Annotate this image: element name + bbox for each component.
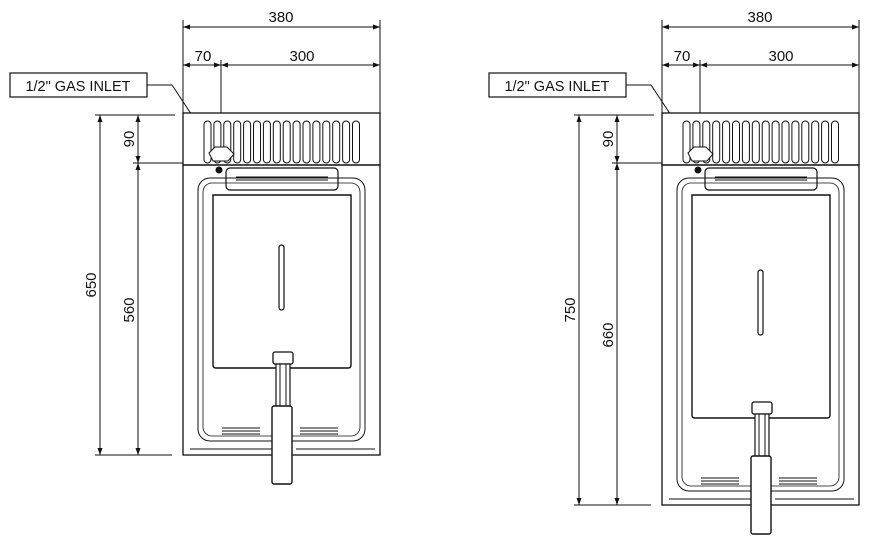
gas-inlet-fitting <box>208 146 235 162</box>
dim-inlet-to-edge: 300 <box>768 48 793 65</box>
vent-slot <box>831 120 839 164</box>
vent-slot <box>781 120 790 164</box>
basket-slot <box>757 269 764 336</box>
handle-grip <box>271 405 293 485</box>
arrowhead <box>373 62 380 68</box>
vent-slot <box>203 120 212 164</box>
arrowhead <box>221 62 228 68</box>
basket-slot <box>278 244 285 311</box>
fryer-basket <box>212 194 352 369</box>
vent-slot <box>312 120 321 164</box>
vent-slot <box>692 120 701 164</box>
vent-slot <box>741 120 750 164</box>
vent-slot <box>322 120 331 164</box>
vent-slot <box>771 120 780 164</box>
dim-overall-width: 380 <box>747 9 772 26</box>
arrowhead <box>97 115 103 122</box>
handle-rod <box>754 413 770 459</box>
vent-slot <box>821 120 830 164</box>
arrowhead <box>852 62 859 68</box>
vent-slot <box>282 120 291 164</box>
dim-body-depth: 560 <box>121 297 138 322</box>
arrowhead <box>614 163 620 170</box>
handle-grip <box>750 455 772 535</box>
vent-slot <box>253 120 261 164</box>
arrowhead <box>373 24 380 30</box>
vent-slot <box>262 120 271 164</box>
vent-slot <box>292 120 301 164</box>
arrowhead <box>614 156 620 163</box>
vent-slot <box>732 120 740 164</box>
fryer-650: 380 70 300 1/2" GAS INLET 650 90 560 <box>9 9 381 485</box>
handle-cap <box>751 401 773 415</box>
vent-slot <box>761 120 770 164</box>
gas-inlet-label-box <box>488 72 627 98</box>
arrowhead <box>700 62 707 68</box>
arrowhead <box>693 62 700 68</box>
vent-slot <box>302 120 311 164</box>
basket-hanger <box>704 167 818 191</box>
handle-rod <box>275 363 291 409</box>
gas-inlet-point <box>215 166 223 174</box>
gas-inlet-point <box>694 166 702 174</box>
vent-slot <box>342 120 351 164</box>
vent-slot <box>223 120 232 164</box>
arrowhead <box>662 62 669 68</box>
dim-panel-depth: 90 <box>600 131 617 148</box>
dim-panel-depth: 90 <box>121 131 138 148</box>
gas-inlet-fitting <box>687 146 714 162</box>
fryer-basket <box>691 194 831 419</box>
dim-overall-depth: 650 <box>83 272 100 297</box>
vent-slot <box>352 120 360 164</box>
vent-slot <box>791 120 800 164</box>
arrowhead <box>135 115 141 122</box>
arrowhead <box>662 24 669 30</box>
gas-inlet-label: 1/2" GAS INLET <box>25 79 130 95</box>
arrowhead <box>576 115 582 122</box>
dim-body-depth: 660 <box>600 322 617 347</box>
vent-slot <box>213 120 222 164</box>
vent-slot <box>332 120 341 164</box>
arrowhead <box>97 448 103 455</box>
basket-hanger <box>225 167 339 191</box>
arrowhead <box>183 62 190 68</box>
dim-overall-depth: 750 <box>562 297 579 322</box>
arrowhead <box>135 156 141 163</box>
arrowhead <box>614 498 620 505</box>
vent-slot <box>801 120 810 164</box>
arrowhead <box>183 24 190 30</box>
vent-slot <box>272 120 281 164</box>
vent-slot <box>233 120 242 164</box>
vent-slot <box>722 120 731 164</box>
arrowhead <box>214 62 221 68</box>
arrowhead <box>576 498 582 505</box>
handle-cap <box>272 351 294 365</box>
gas-inlet-label: 1/2" GAS INLET <box>504 79 609 95</box>
dim-overall-width: 380 <box>268 9 293 26</box>
dim-inlet-to-edge: 300 <box>289 48 314 65</box>
fryer-750: 380 70 300 1/2" GAS INLET 750 90 660 <box>488 9 860 535</box>
arrowhead <box>614 115 620 122</box>
vent-slot <box>811 120 820 164</box>
dim-inlet-offset: 70 <box>674 48 691 65</box>
dim-inlet-offset: 70 <box>195 48 212 65</box>
vent-slot <box>682 120 691 164</box>
vent-slot <box>712 120 721 164</box>
arrowhead <box>852 24 859 30</box>
vent-slot <box>702 120 711 164</box>
vent-slot <box>243 120 252 164</box>
arrowhead <box>135 163 141 170</box>
arrowhead <box>135 448 141 455</box>
vent-slot <box>751 120 760 164</box>
